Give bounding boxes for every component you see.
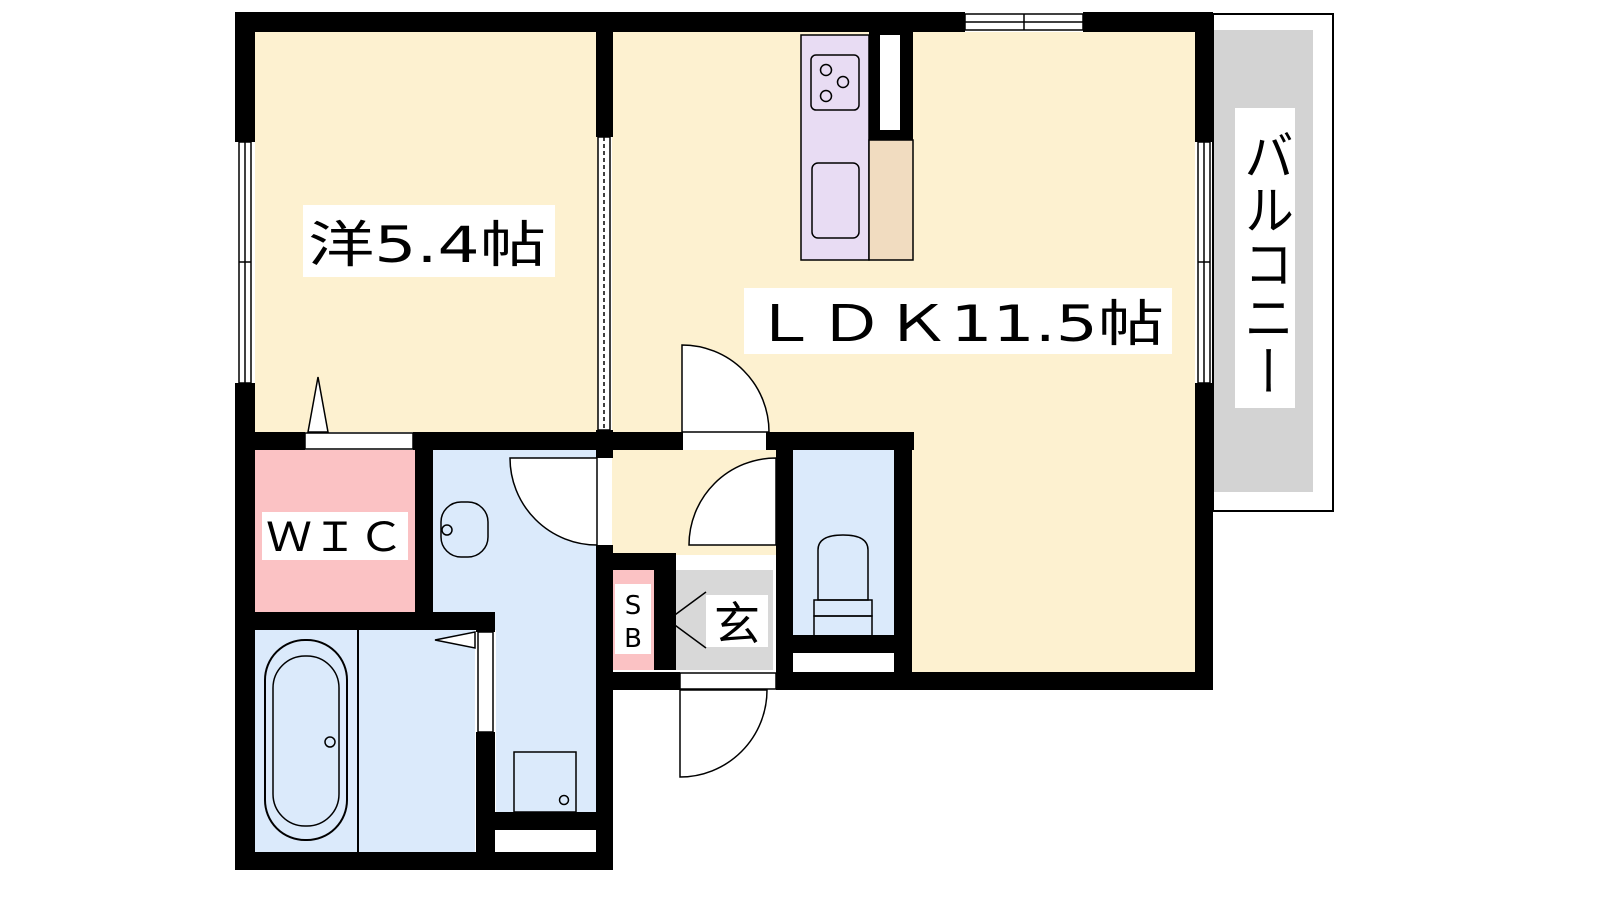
ldk-door-swing xyxy=(681,344,770,433)
wall xyxy=(1083,12,1213,32)
kitchen-fridge-gap xyxy=(880,35,900,130)
walk-in-closet-label: ＷＩＣ xyxy=(266,515,404,561)
wall xyxy=(596,545,613,675)
bathroom-door-arc xyxy=(434,631,476,649)
bathroom-floor xyxy=(255,630,475,852)
wall xyxy=(596,690,613,870)
faucet-icon xyxy=(441,524,453,536)
bathtub-icon xyxy=(264,639,348,841)
toilet-bowl xyxy=(817,534,869,601)
toilet-door-swing xyxy=(688,457,777,546)
burner-icon xyxy=(836,75,850,89)
door-swings xyxy=(307,344,777,778)
wall xyxy=(476,612,495,632)
washroom-floor-lower xyxy=(496,630,596,830)
wall xyxy=(776,672,1213,690)
wall xyxy=(235,852,613,870)
burner-icon xyxy=(819,89,833,103)
shoe-box-label-bottom: B xyxy=(624,624,642,654)
wall xyxy=(793,635,894,653)
ldk-label: ＬＤＫ11.5帖 xyxy=(752,295,1164,353)
wall xyxy=(476,732,495,852)
wall xyxy=(776,450,793,690)
wall xyxy=(654,570,676,670)
closet-door-swing xyxy=(307,376,329,433)
bath-opening xyxy=(477,631,494,733)
burner-icon xyxy=(819,63,833,77)
wall xyxy=(596,672,680,690)
balcony-outline xyxy=(1212,13,1334,512)
wall xyxy=(894,432,912,690)
closet-opening xyxy=(304,432,414,450)
bathroom-fixtures xyxy=(264,501,577,852)
wall xyxy=(235,612,433,630)
kitchen-side-counter xyxy=(868,139,914,261)
washing-machine-drain xyxy=(558,794,570,806)
shoe-box-label-top: S xyxy=(625,591,642,621)
kitchen-counter xyxy=(800,34,914,261)
entrance-door-swing xyxy=(679,689,768,778)
entrance-label: 玄 xyxy=(714,597,760,651)
wall xyxy=(766,432,914,450)
balcony-label: バルコニー xyxy=(1236,128,1294,398)
washroom-door-swing xyxy=(509,457,598,546)
wall xyxy=(495,812,596,830)
wall xyxy=(415,432,433,630)
western-room-label: 洋5.4帖 xyxy=(308,216,546,274)
wall xyxy=(413,432,683,450)
washbasin-icon xyxy=(440,501,489,558)
wall xyxy=(1195,383,1213,690)
sink-icon xyxy=(811,162,860,239)
bathtub-inner xyxy=(272,655,340,827)
walls xyxy=(235,12,1213,870)
wall xyxy=(1195,12,1213,142)
ldk-floor-lower xyxy=(912,432,1195,672)
drain-icon xyxy=(324,736,336,748)
room-labels: 洋5.4帖 ＬＤＫ11.5帖 ＷＩＣ S B 玄 バルコニー xyxy=(262,108,1295,654)
entrance-opening xyxy=(679,672,777,690)
wall xyxy=(596,12,613,137)
windows xyxy=(238,13,1211,733)
toilet-floor xyxy=(793,450,894,635)
stove-panel xyxy=(810,54,860,111)
wall xyxy=(613,553,676,570)
wall xyxy=(235,432,305,450)
wall xyxy=(235,12,255,142)
